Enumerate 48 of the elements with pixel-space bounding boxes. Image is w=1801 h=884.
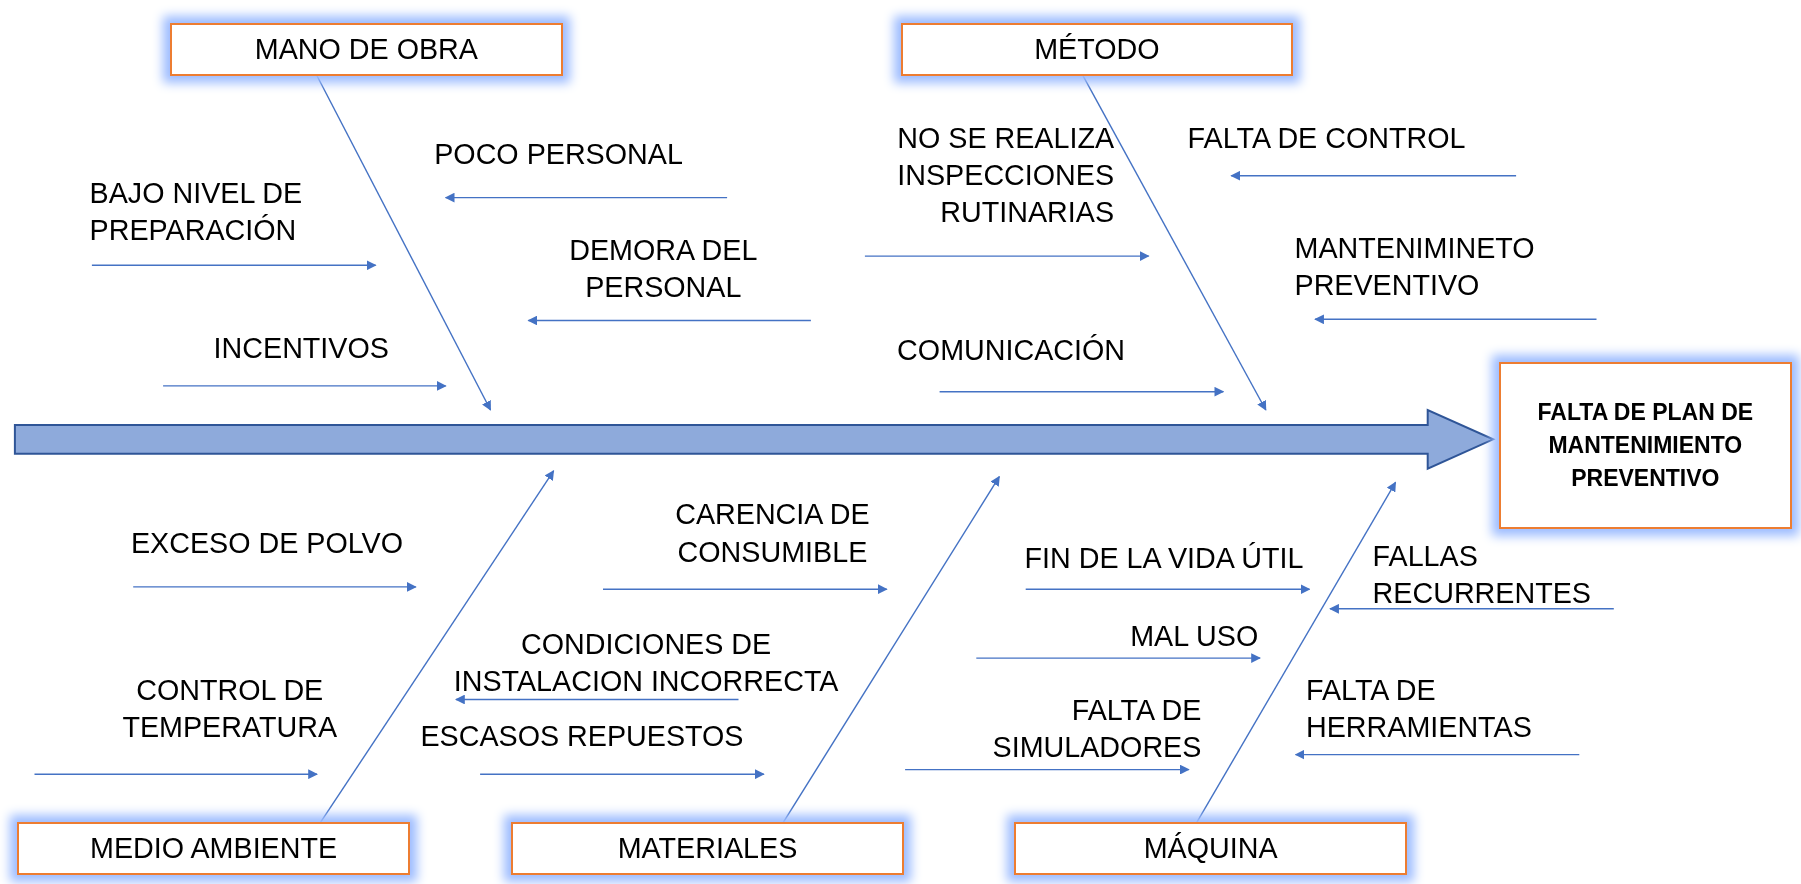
arrow — [1230, 170, 1517, 181]
arrow — [864, 251, 1150, 261]
arrow — [1294, 749, 1580, 760]
arrow — [904, 764, 1190, 775]
category-box: MEDIO AMBIENTE — [17, 822, 410, 876]
cause-label: FALTA DE SIMULADORES — [955, 691, 1202, 769]
bone-arrow — [316, 75, 492, 411]
category-box: MANO DE OBRA — [170, 23, 563, 76]
bone-arrow — [1082, 75, 1267, 411]
arrow — [91, 260, 377, 271]
arrow — [527, 315, 812, 326]
cause-label: COMUNICACIÓN — [897, 331, 1231, 391]
arrow — [162, 381, 447, 391]
category-box: MÁQUINA — [1014, 822, 1407, 876]
cause-label: CONTROL DE TEMPERATURA — [103, 671, 357, 773]
cause-label: FIN DE LA VIDA ÚTIL — [1024, 539, 1347, 588]
arrow — [1329, 603, 1615, 614]
spine-arrow — [13, 408, 1496, 471]
cause-label: EXCESO DE POLVO — [130, 524, 453, 586]
category-box: MATERIALES — [511, 822, 904, 876]
bone-arrow — [319, 470, 555, 824]
cause-label: MAL USO — [1130, 617, 1280, 657]
bone-arrow — [782, 475, 1000, 824]
cause-label: CONDICIONES DE INSTALACION INCORRECTA — [425, 626, 868, 699]
arrow — [479, 769, 765, 780]
arrow — [938, 386, 1225, 397]
cause-label: FALTA DE HERRAMIENTAS — [1292, 671, 1576, 754]
category-box: MÉTODO — [900, 23, 1294, 76]
cause-label: NO SE REALIZA INSPECCIONES RUTINARIAS — [855, 119, 1155, 255]
cause-label: FALTA DE CONTROL — [1187, 119, 1521, 175]
effect-box: FALTA DE PLAN DE MANTENIMIENTO PREVENTIVO — [1498, 361, 1792, 530]
cause-label: DEMORA DEL PERSONAL — [522, 232, 804, 320]
arrow — [975, 653, 1261, 663]
cause-label: FALLAS RECURRENTES — [1372, 537, 1628, 608]
cause-label: ESCASOS REPUESTOS — [420, 717, 788, 773]
cause-label: POCO PERSONAL — [434, 135, 722, 197]
arrow — [455, 694, 740, 705]
arrow — [132, 582, 417, 592]
arrow — [444, 192, 728, 203]
cause-label: MANTENIMINETO PREVENTIVO — [1294, 229, 1576, 319]
bone-arrow — [1196, 481, 1397, 824]
arrow — [602, 584, 888, 595]
arrow — [1025, 584, 1311, 595]
cause-label: INCENTIVOS — [213, 329, 455, 385]
cause-label: CARENCIA DE CONSUMIBLE — [654, 496, 891, 589]
arrow — [1314, 314, 1598, 325]
cause-label: BAJO NIVEL DE PREPARACIÓN — [89, 174, 379, 265]
arrow — [33, 769, 318, 780]
